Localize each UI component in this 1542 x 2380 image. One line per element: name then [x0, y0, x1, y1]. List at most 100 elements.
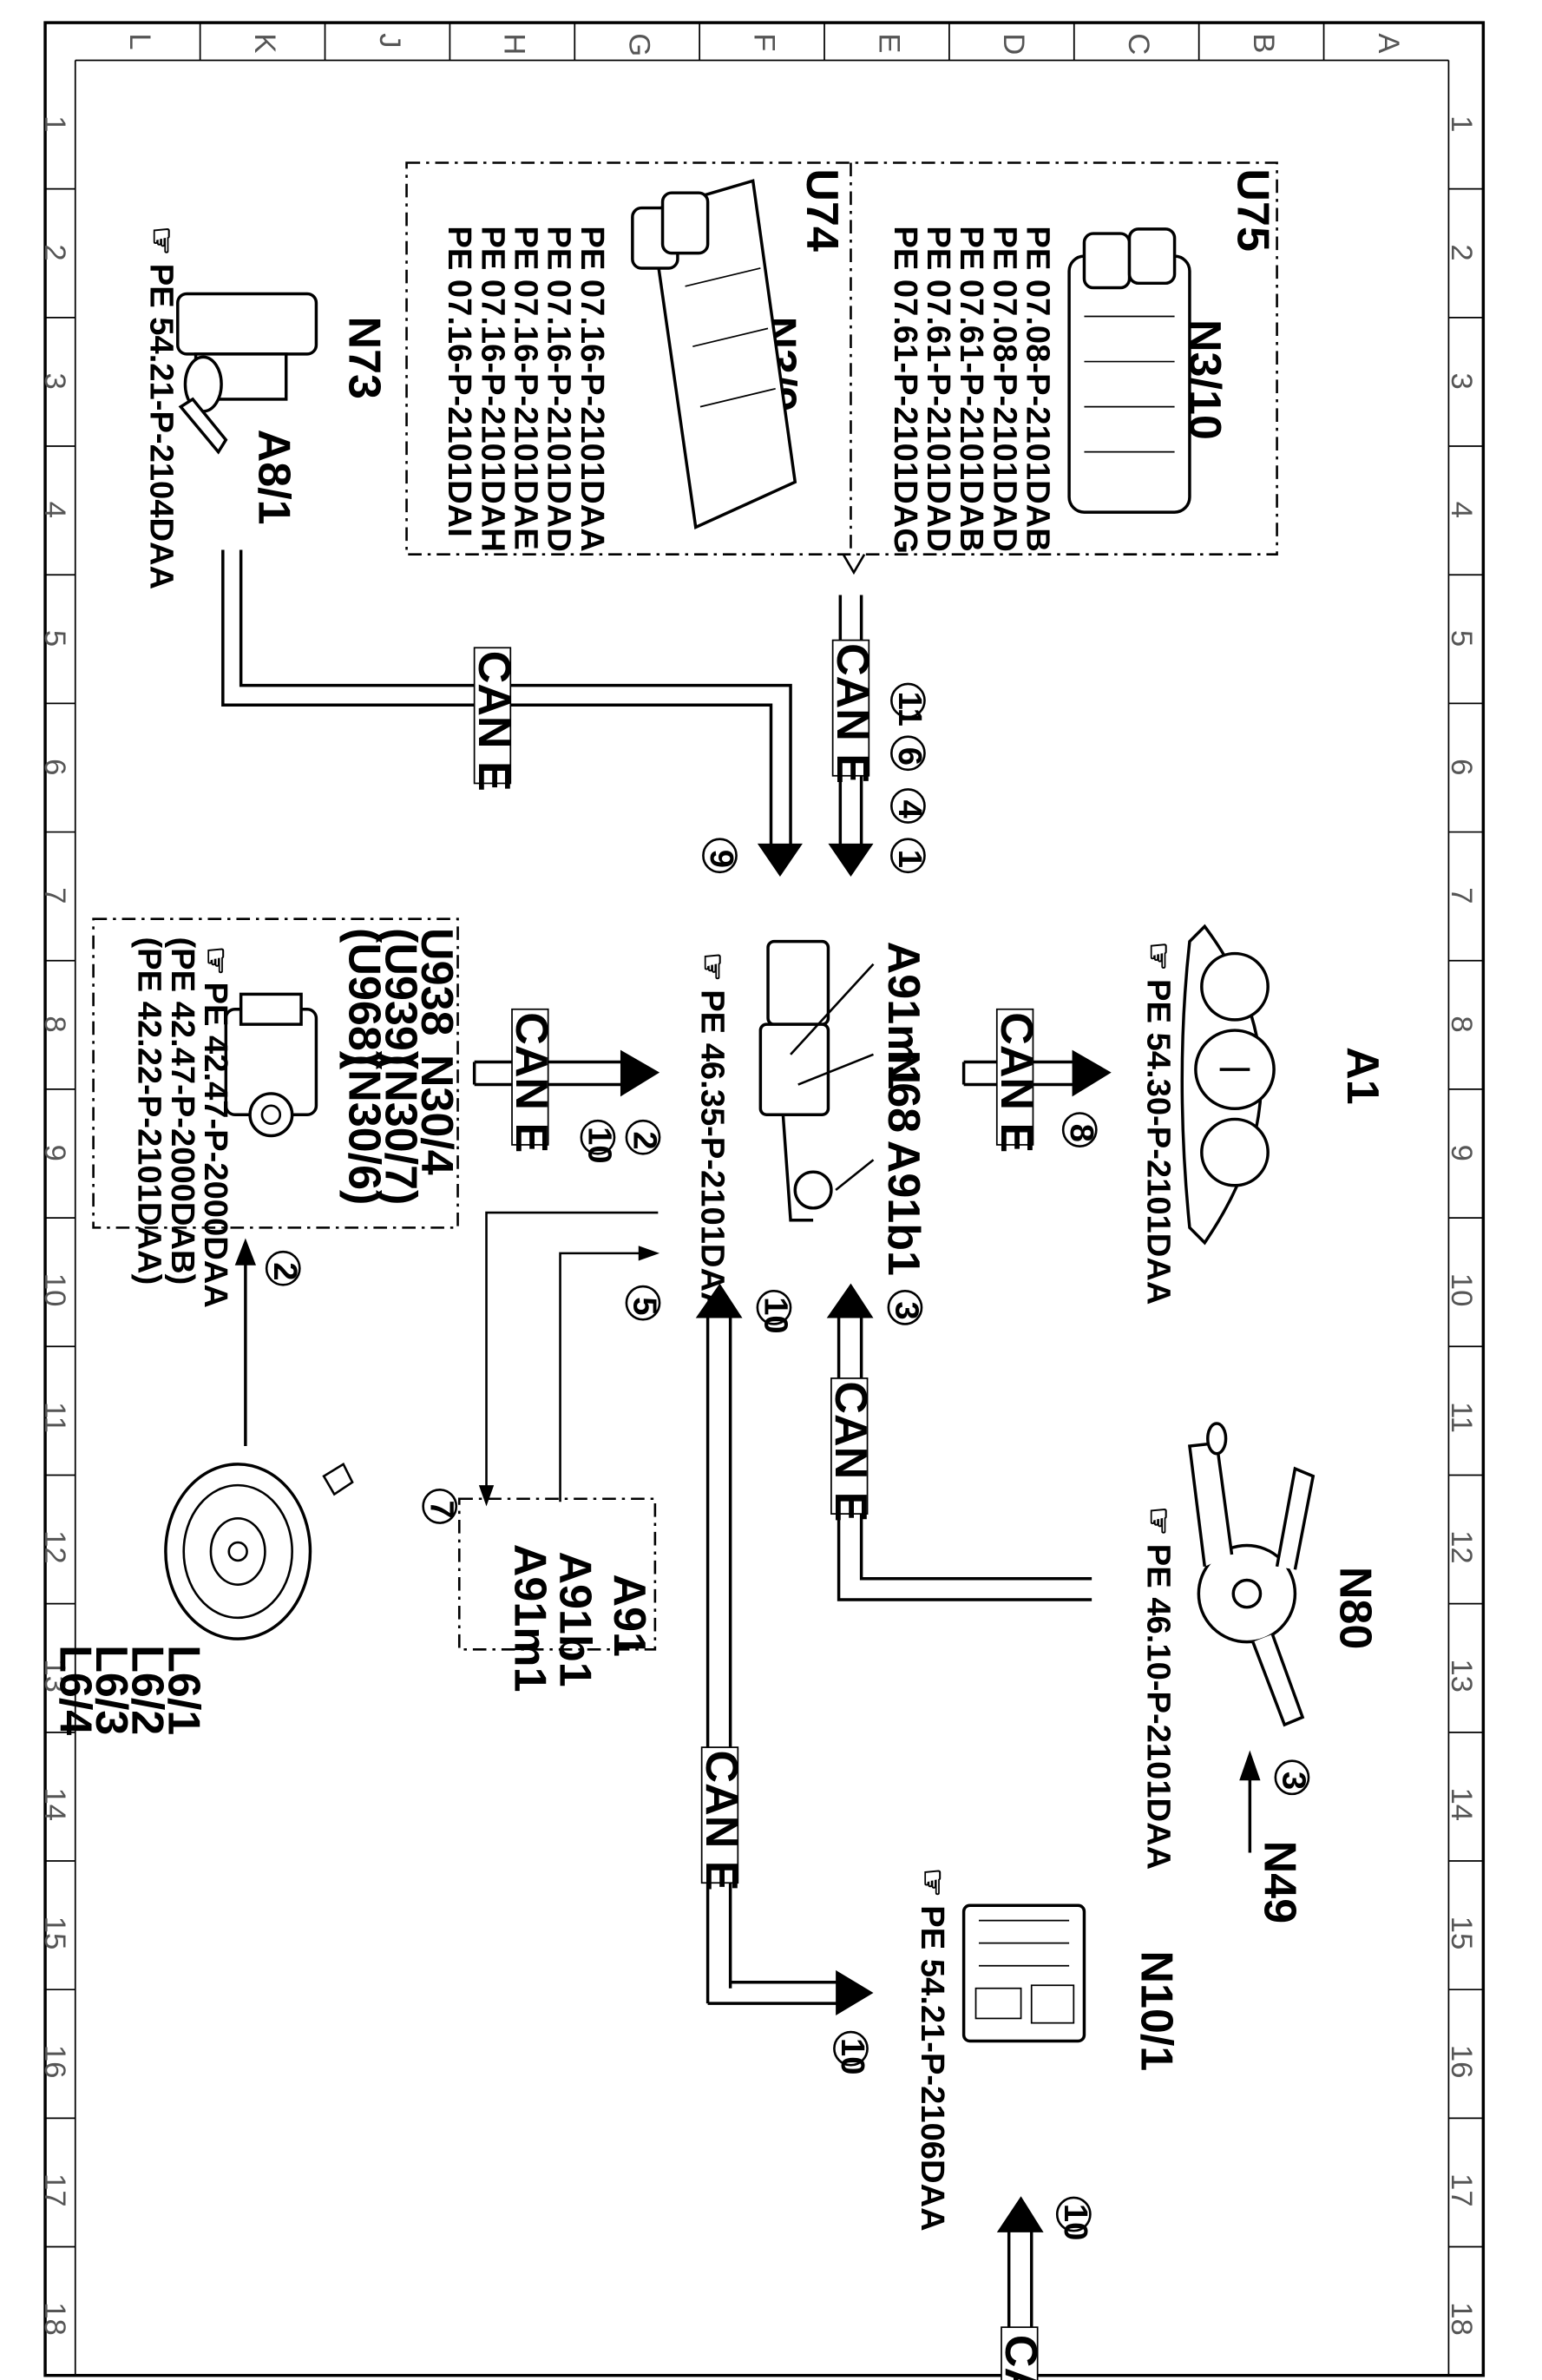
brake-disc-wheel-icon	[164, 1462, 354, 1640]
u75-ref-1: PE 07.08-P-2101DAB	[1020, 226, 1057, 551]
n73-ref: ☞ PE 54.21-P-2104DAA	[143, 226, 180, 589]
row-marker-left-2: 2	[38, 244, 71, 260]
u74-ref-1: PE 07.16-P-2101DAA	[574, 226, 611, 551]
can-bus-u938	[472, 1049, 660, 1097]
u75-ref-2: PE 07.08-P-2101DAD	[986, 226, 1023, 551]
signal-10-center: 10	[580, 1119, 619, 1164]
u74-ref-list: PE 07.16-P-2101DAA PE 07.16-P-2101DAD PE…	[441, 226, 611, 551]
center-label-n68: N68	[878, 1050, 928, 1133]
group-u74-u75-frame	[405, 161, 1278, 556]
signal-3-n80: 3	[1274, 1759, 1313, 1796]
n49-source-label: N49	[1255, 1841, 1305, 1923]
component-n73-label: N73	[339, 316, 390, 398]
row-marker-right-11: 11	[1445, 1402, 1478, 1433]
row-marker-left-8: 8	[38, 1016, 71, 1032]
signal-10-n10: 10	[833, 2030, 871, 2074]
signal-3-center: 3	[887, 1289, 926, 1325]
row-marker-left-14: 14	[38, 1788, 71, 1822]
ref-icon: ☞	[1139, 1506, 1177, 1535]
row-marker-right-13: 13	[1445, 1659, 1478, 1693]
can-label-box-n73: CAN E	[469, 647, 519, 792]
can-label-a1: CAN E	[991, 1012, 1041, 1153]
row-marker-right-6: 6	[1445, 759, 1478, 775]
group-a91-item-1: A91b1	[550, 1551, 600, 1686]
svg-text:2: 2	[266, 1262, 304, 1280]
signal-10-bottom: 10	[1055, 2196, 1094, 2240]
component-a8-1-label: A8/1	[248, 430, 299, 525]
ecu-n3-9-icon	[631, 179, 797, 529]
row-marker-right-10: 10	[1445, 1273, 1478, 1307]
can-label-u75: CAN E	[827, 643, 877, 784]
wheel-label-1: L6/1	[158, 1645, 208, 1735]
signal-1: 1	[890, 838, 928, 874]
steering-column-switch-icon	[1187, 1422, 1316, 1727]
signal-5-7-lines	[478, 1211, 660, 1507]
u74-ref-2: PE 07.16-P-2101DAD	[541, 226, 578, 551]
column-marker-H: H	[498, 33, 531, 55]
row-marker-left-7: 7	[38, 887, 71, 904]
u938-ref-1: PE 42.47-P-2000DAA	[197, 983, 234, 1308]
group-u938-line-3: (U968)	[339, 928, 390, 1066]
column-marker-L: L	[123, 33, 156, 49]
frame-border	[43, 21, 1486, 2377]
row-marker-right-15: 15	[1445, 1916, 1478, 1950]
column-marker-B: B	[1247, 33, 1280, 53]
row-marker-left-18: 18	[38, 2302, 71, 2336]
column-marker-G: G	[623, 33, 656, 56]
group-u938-frame	[92, 917, 459, 1229]
center-ref: ☞ PE 46.35-P-2101DAA	[694, 952, 732, 1316]
u75-ref-3: PE 07.61-P-2101DAB	[953, 226, 990, 551]
n10-ref: ☞ PE 54.21-P-2106DAA	[914, 1868, 951, 2232]
group-bracket-icon	[842, 554, 866, 575]
can-label-box-bottom: CA	[995, 2326, 1046, 2380]
signal-9: 9	[702, 838, 740, 874]
group-u938-line-2: (U939)	[375, 928, 425, 1066]
component-a1-label: A1	[1337, 1047, 1388, 1105]
svg-text:8: 8	[1063, 1124, 1100, 1142]
signal-2-center: 2	[625, 1119, 664, 1155]
component-n10-1-label: N10/1	[1131, 1950, 1181, 2071]
can-label-n10: CAN E	[696, 1751, 746, 1891]
group-u938-comp-3: (N30/6)	[339, 1055, 390, 1206]
group-u938-line-1: U938	[411, 928, 462, 1035]
group-u74-label: U74	[797, 168, 847, 252]
a1-ref: ☞ PE 54.30-P-2101DAA	[1139, 942, 1177, 1305]
ref-icon: ☞	[694, 952, 732, 982]
row-marker-right-5: 5	[1445, 630, 1478, 647]
row-marker-right-9: 9	[1445, 1145, 1478, 1161]
row-marker-right-14: 14	[1445, 1788, 1478, 1822]
signal-4: 4	[890, 788, 928, 824]
wheel-label-2: L6/2	[122, 1645, 173, 1735]
center-ref-label: PE 46.35-P-2101DAA	[694, 989, 732, 1315]
row-marker-left-15: 15	[38, 1916, 71, 1950]
row-marker-right-18: 18	[1445, 2302, 1478, 2336]
n10-ref-label: PE 54.21-P-2106DAA	[914, 1905, 951, 2231]
ref-icon: ☞	[914, 1868, 951, 1897]
ref-icon: ☞	[143, 226, 180, 255]
row-marker-left-3: 3	[38, 373, 71, 390]
can-label-box-u938: CAN E	[506, 1008, 556, 1153]
row-marker-left-4: 4	[38, 502, 71, 518]
u75-ref-5: PE 07.61-P-2101DAG	[887, 226, 924, 554]
can-label-n80: CAN E	[825, 1381, 876, 1522]
row-marker-right-12: 12	[1445, 1530, 1478, 1564]
group-a91-frame	[457, 1497, 657, 1651]
n49-to-n80-line	[1239, 1750, 1261, 1853]
svg-text:2: 2	[627, 1131, 664, 1149]
ref-icon: ☞	[197, 946, 234, 976]
instrument-cluster-icon	[1180, 924, 1276, 1246]
svg-text:3: 3	[889, 1301, 926, 1319]
row-marker-left-6: 6	[38, 759, 71, 775]
component-n80-label: N80	[1329, 1567, 1380, 1649]
ref-icon: ☞	[1139, 942, 1177, 971]
column-marker-J: J	[373, 33, 406, 48]
n73-ref-label: PE 54.21-P-2104DAA	[143, 264, 180, 589]
row-marker-left-13: 13	[38, 1659, 71, 1693]
row-marker-left-9: 9	[38, 1145, 71, 1161]
wheel-labels: L6/1 L6/2 L6/3 L6/4	[49, 1645, 208, 1735]
can-label-box-n10: CAN E	[696, 1746, 746, 1891]
can-label-box-a1: CAN E	[991, 1008, 1041, 1153]
u938-ref-3: (PE 42.22-P-2101DAA)	[131, 937, 168, 1285]
